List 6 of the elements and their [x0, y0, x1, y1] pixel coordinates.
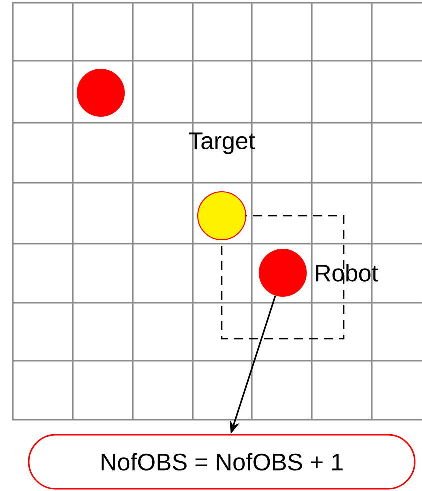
- robot-circle: [259, 249, 307, 297]
- node-label: Target: [189, 132, 256, 154]
- node-label: Robot: [316, 264, 378, 282]
- target-circle: [198, 192, 246, 240]
- formula-box: NofOBS = NofOBS + 1: [28, 434, 416, 490]
- obstacle-circle: [77, 69, 125, 117]
